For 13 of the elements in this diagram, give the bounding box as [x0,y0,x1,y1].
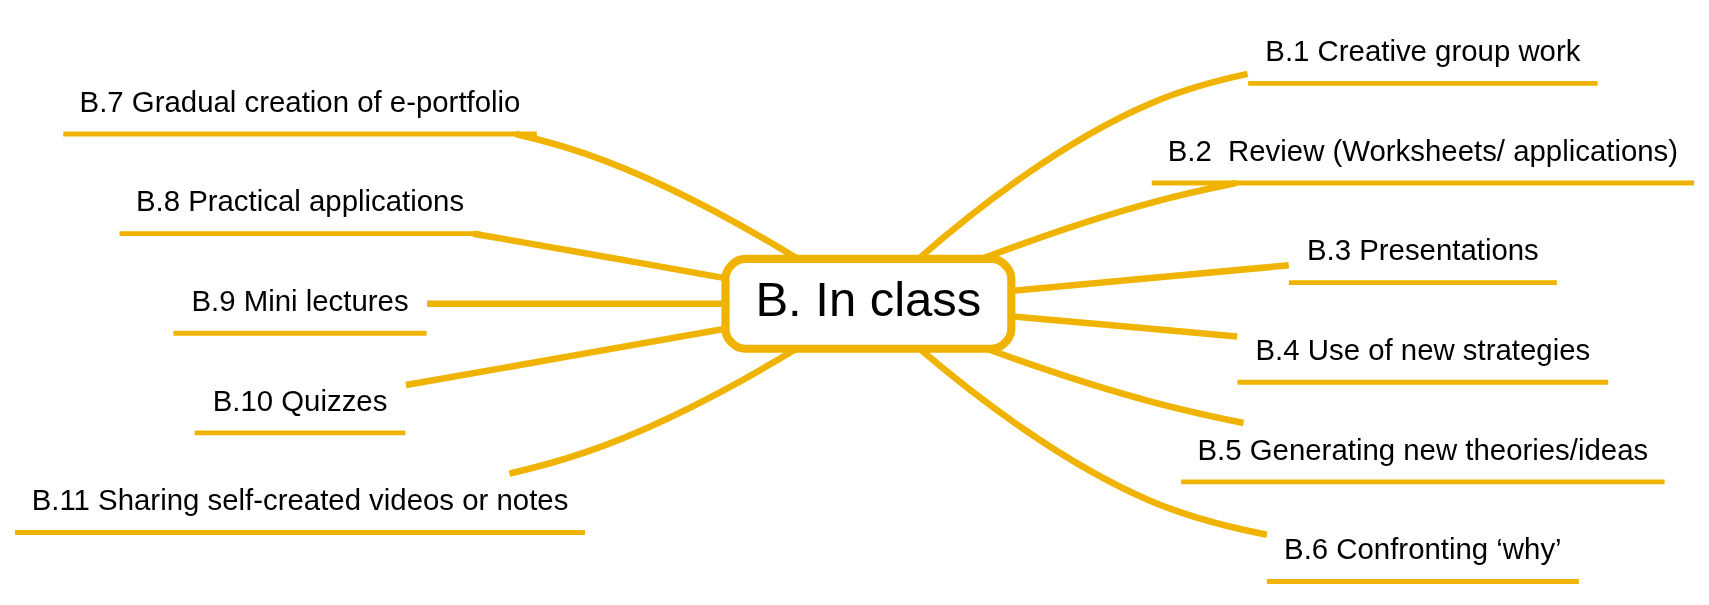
node-box: B. In class [721,254,1016,353]
node-text: B.1 Creative group work [1265,33,1581,67]
node-text: B.4 Use of new strategies [1255,332,1591,366]
node-text: B.2 Review (Worksheets/ applications) [1167,133,1679,167]
connector [1011,261,1290,294]
node-text: B.9 Mini lectures [191,283,409,317]
node-text: B.8 Practical applications [135,183,465,217]
node-text: B.10 Quizzes [212,383,388,417]
node-text: B.11 Sharing self-created videos or notes [31,482,569,516]
node-text: B.6 Confronting ‘why’ [1284,531,1562,565]
node-text: B.3 Presentations [1306,232,1539,266]
node-text: B.7 Gradual creation of e-portfolio [79,84,521,118]
node-text: B.5 Generating new theories/ideas [1197,432,1649,466]
